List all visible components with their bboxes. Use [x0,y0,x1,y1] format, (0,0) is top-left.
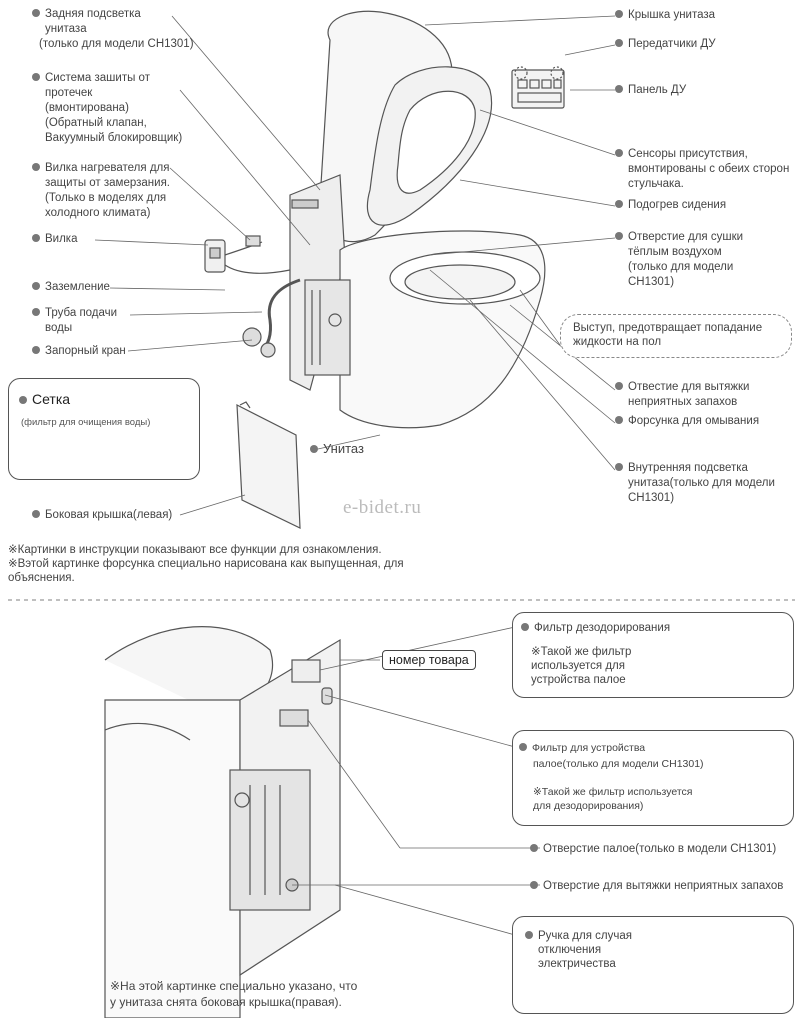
bullet-icon [615,416,623,424]
power-handle-box: Ручка для случая отключения электричеств… [512,916,794,1014]
label-toilet: Унитаз [310,441,364,456]
label-valve: Запорный кран [32,344,126,359]
palo-filter-box: Фильтр для устройства палое(только для м… [512,730,794,826]
label-odor-exhaust: Отверстие для вытяжки неприятных запахов [530,879,783,894]
bullet-icon [615,39,623,47]
bullet-icon [19,396,27,404]
product-number-tag: номер товара [382,650,476,670]
bullet-icon [615,85,623,93]
bullet-icon [32,346,40,354]
notes-top: ※Картинки в инструкции показывают все фу… [8,544,404,584]
label-presence-sensors: Сенсоры присутствия, вмонтированы с обеи… [615,147,789,192]
bullet-icon [530,844,538,852]
bullet-icon [615,382,623,390]
bullet-icon [310,445,318,453]
bullet-icon [615,149,623,157]
watermark: e-bidet.ru [343,497,422,518]
bullet-icon [615,463,623,471]
label-dryer: Отверстие для сушки тёплым воздухом (тол… [615,230,743,290]
closeup-drawing [104,626,341,1018]
label-side-cover: Боковая крышка(левая) [32,508,172,523]
label-inner-light: Внутренняя подсветка унитаза(только для … [615,461,775,506]
notes-bottom: ※На этой картинке специально указано, чт… [110,979,358,1009]
bullet-icon [525,931,533,939]
label-remote-tx: Передатчики ДУ [615,37,716,52]
bullet-icon [519,743,527,751]
side-cover-drawing [236,403,301,529]
label-nozzle: Форсунка для омывания [615,414,759,429]
splash-guard-box: Выступ, предотвращает попадание жидкости… [560,314,792,358]
label-ground: Заземление [32,280,110,295]
bullet-icon [32,308,40,316]
bullet-icon [32,510,40,518]
bullet-icon [615,232,623,240]
bullet-icon [530,881,538,889]
mesh-title: Сетка [32,391,71,407]
label-water-pipe: Труба подачи воды [32,306,117,336]
mesh-subtitle: (фильтр для очищения воды) [21,417,151,428]
bullet-icon [32,234,40,242]
label-leak-protection: Система зашиты от протечек (вмонтирована… [32,71,182,146]
valve [242,327,262,347]
label-rear-light: Задняя подсветка унитаза (только для мод… [32,7,194,52]
bullet-icon [32,73,40,81]
label-plug: Вилка [32,232,77,247]
label-palo-hole: Отверстие палое(только в модели CH1301) [530,842,776,857]
label-odor-hole: Отвестие для вытяжки неприятных запахов [615,380,749,410]
label-lid: Крышка унитаза [615,8,715,23]
label-remote-panel: Панель ДУ [615,83,686,98]
bullet-icon [32,163,40,171]
bullet-icon [615,10,623,18]
bullet-icon [615,200,623,208]
deodor-filter-box: Фильтр дезодорирования ※Такой же фильтр … [512,612,794,698]
bullet-icon [32,9,40,17]
label-seat-heat: Подогрев сидения [615,198,726,213]
bullet-icon [32,282,40,290]
bullet-icon [521,623,529,631]
label-heater-plug: Вилка нагревателя для защиты от замерзан… [32,161,170,221]
mesh-box: Сетка (фильтр для очищения воды) [8,378,200,480]
